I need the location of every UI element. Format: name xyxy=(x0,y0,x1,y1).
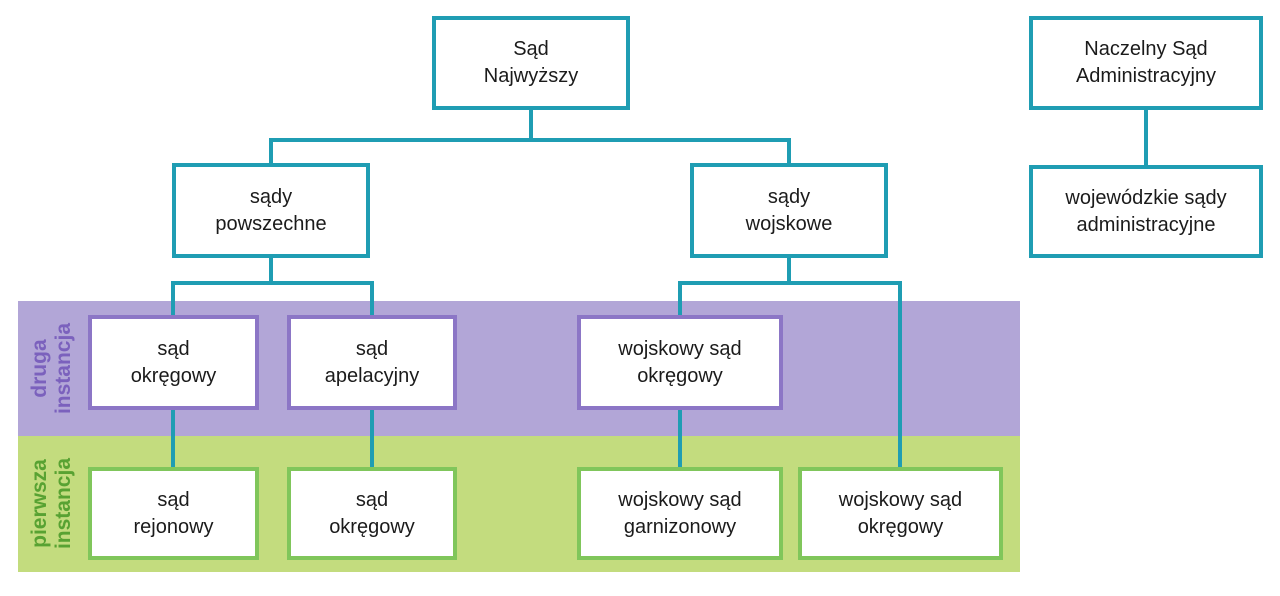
node-label: sądy wojskowe xyxy=(745,185,833,235)
connector-wojskowe-hbar xyxy=(678,281,902,285)
node-wojskowy-sad-garnizonowy: wojskowy sąd garnizonowy xyxy=(577,467,783,560)
node-label: sąd okręgowy xyxy=(130,337,217,387)
connector-naczelny-down xyxy=(1144,110,1148,165)
node-label: sąd apelacyjny xyxy=(324,337,420,387)
connector-najwyzszy-down xyxy=(529,110,533,142)
node-wojskowy-sad-okregowy-pierwsza-instancja: wojskowy sąd okręgowy xyxy=(798,467,1003,560)
node-label: wojewódzkie sądy administracyjne xyxy=(1065,186,1227,236)
connector-powszechne-down xyxy=(269,258,273,285)
connector-wojskowe-down xyxy=(787,258,791,285)
connector-to-wojskowy-okregowy-druga xyxy=(678,281,682,315)
band-label-second-instance: druga instancja xyxy=(18,301,86,436)
connector-to-sad-rejonowy xyxy=(171,410,175,467)
connector-to-powszechne xyxy=(269,138,273,163)
node-sad-najwyzszy: Sąd Najwyższy xyxy=(432,16,630,110)
node-label: wojskowy sąd okręgowy xyxy=(838,488,963,538)
band-label-text: pierwsza instancja xyxy=(28,458,76,550)
connector-to-wojskowy-okregowy-pierwsza xyxy=(898,281,902,467)
connector-to-sad-okregowy-pierwsza xyxy=(370,410,374,467)
node-naczelny-sad-administracyjny: Naczelny Sąd Administracyjny xyxy=(1029,16,1263,110)
connector-powszechne-hbar xyxy=(171,281,374,285)
node-label: wojskowy sąd okręgowy xyxy=(618,337,742,387)
node-wojewodzkie-sady-administracyjne: wojewódzkie sądy administracyjne xyxy=(1029,165,1263,258)
band-label-text: druga instancja xyxy=(28,322,76,415)
connector-to-wojskowe xyxy=(787,138,791,163)
node-sad-okregowy-druga-instancja: sąd okręgowy xyxy=(88,315,259,410)
node-label: wojskowy sąd garnizonowy xyxy=(618,488,742,538)
band-label-first-instance: pierwsza instancja xyxy=(18,436,86,572)
node-label: Sąd Najwyższy xyxy=(483,38,579,87)
node-label: Naczelny Sąd Administracyjny xyxy=(1075,38,1217,87)
node-label: sąd rejonowy xyxy=(133,488,214,538)
node-label: sąd okręgowy xyxy=(329,488,415,538)
node-sady-powszechne: sądy powszechne xyxy=(172,163,370,258)
connector-to-sad-okregowy-druga xyxy=(171,281,175,315)
node-sad-apelacyjny: sąd apelacyjny xyxy=(287,315,457,410)
node-label: sądy powszechne xyxy=(215,185,327,235)
node-sad-rejonowy: sąd rejonowy xyxy=(88,467,259,560)
connector-to-wojskowy-garnizonowy xyxy=(678,410,682,467)
connector-to-sad-apelacyjny xyxy=(370,281,374,315)
connector-top-hbar xyxy=(269,138,791,142)
node-sad-okregowy-pierwsza-instancja: sąd okręgowy xyxy=(287,467,457,560)
node-sady-wojskowe: sądy wojskowe xyxy=(690,163,888,258)
node-wojskowy-sad-okregowy-druga-instancja: wojskowy sąd okręgowy xyxy=(577,315,783,410)
